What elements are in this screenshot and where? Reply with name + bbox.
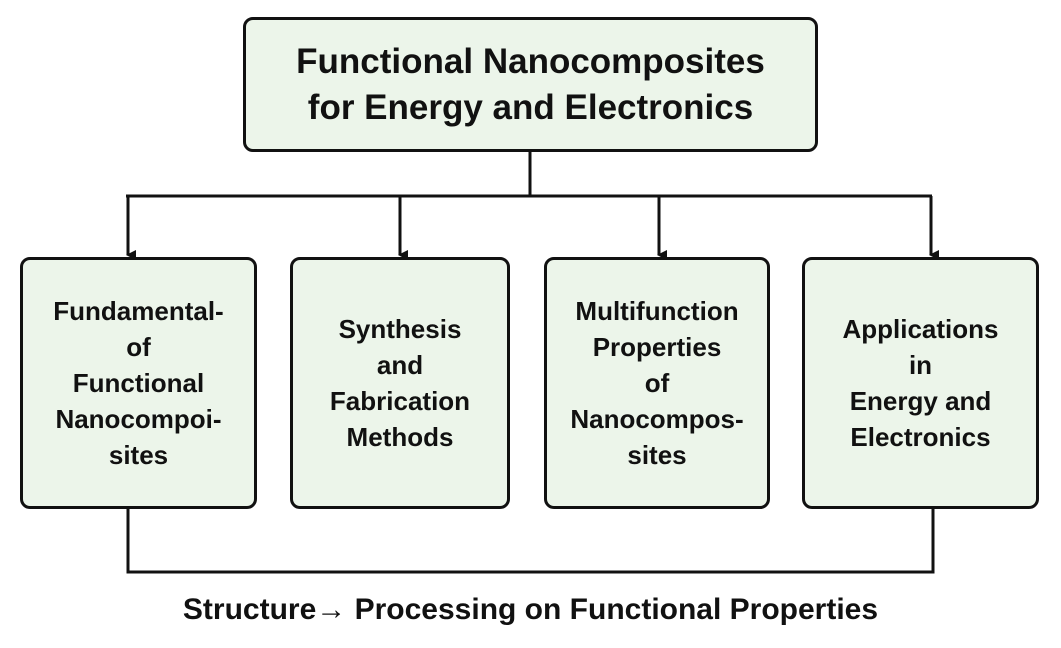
root-node-line-2: for Energy and Electronics bbox=[307, 87, 754, 127]
child-node-line: Applications bbox=[842, 314, 999, 344]
child-node-line: Methods bbox=[346, 422, 454, 452]
child-node-line: Nanocompos- bbox=[570, 404, 744, 434]
child-node-applications: Applications in Energy and Electronics bbox=[802, 257, 1039, 509]
child-node-line: sites bbox=[627, 440, 687, 470]
child-node-properties: Multifunction Properties of Nanocompos- … bbox=[544, 257, 770, 509]
child-node-line: Energy and bbox=[849, 386, 992, 416]
child-node-line: of bbox=[126, 332, 151, 362]
child-node-line: and bbox=[376, 350, 424, 380]
child-node-line: Fabrication bbox=[329, 386, 471, 416]
child-node-synthesis: Synthesis and Fabrication Methods bbox=[290, 257, 510, 509]
child-node-line: of bbox=[644, 368, 670, 398]
child-node-line: sites bbox=[108, 440, 169, 470]
footer-caption: Structure→ Processing on Functional Prop… bbox=[182, 593, 879, 626]
child-node-line: Fundamental- bbox=[53, 296, 224, 326]
child-node-fundamentals: Fundamental- of Functional Nanocompoi- s… bbox=[20, 257, 257, 509]
child-node-line: Properties bbox=[592, 332, 722, 362]
root-node-line-1: Functional Nanocomposites bbox=[296, 41, 765, 81]
child-node-line: Multifunction bbox=[575, 296, 739, 326]
child-node-line: Nanocompoi- bbox=[55, 404, 222, 434]
child-node-line: Electronics bbox=[850, 422, 991, 452]
root-node: Functional Nanocomposites for Energy and… bbox=[243, 17, 818, 152]
child-node-line: Synthesis bbox=[338, 314, 462, 344]
bottom-bracket-line bbox=[126, 509, 935, 574]
child-node-line: Functional bbox=[72, 368, 205, 398]
child-node-line: in bbox=[908, 350, 933, 380]
